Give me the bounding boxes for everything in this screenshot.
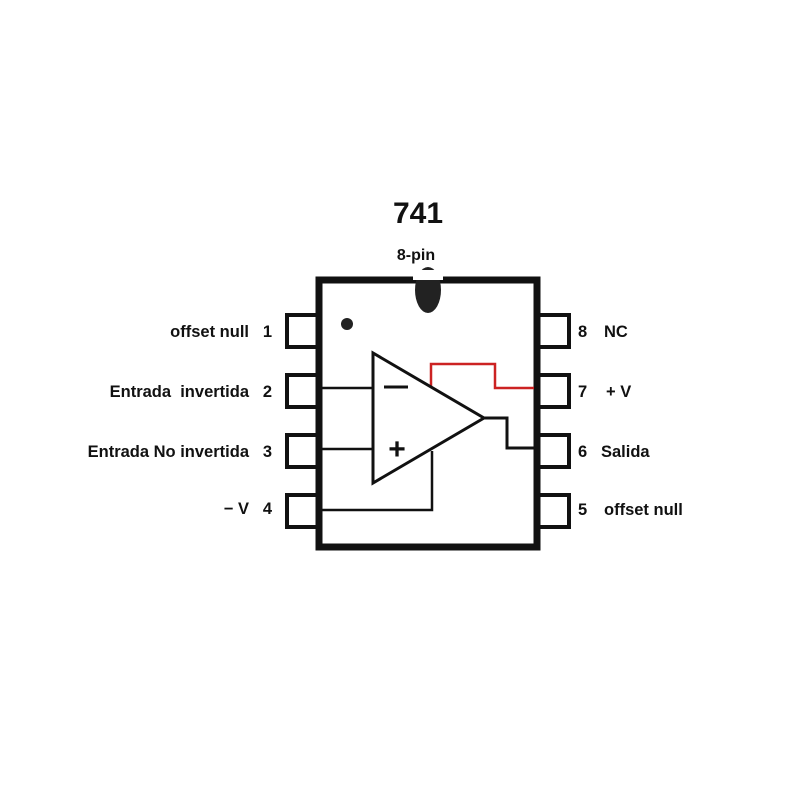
noninverting-plus-sign: + — [388, 433, 406, 466]
pin-7 — [534, 373, 571, 409]
pin1-indicator-dot — [341, 318, 353, 330]
pin-3-number: 3 — [263, 443, 272, 461]
pin-4-number: 4 — [263, 500, 273, 518]
pin-5-label: offset null — [604, 501, 683, 519]
pin-6 — [534, 433, 571, 469]
pin-7-label: + V — [606, 383, 631, 401]
pin-6-number: 6 — [578, 443, 587, 461]
wire-positive-supply — [429, 362, 534, 390]
pin-8 — [534, 313, 571, 349]
pin-2-label: Entrada invertida — [110, 383, 250, 401]
pin-7-number: 7 — [578, 383, 587, 401]
pin-2 — [285, 373, 322, 409]
pin-2-number: 2 — [263, 383, 272, 401]
pin-5 — [534, 493, 571, 529]
pin-1 — [285, 313, 322, 349]
wire-negative-supply — [322, 451, 434, 512]
chip-subtitle: 8-pin — [397, 247, 435, 264]
pin-3-label: Entrada No invertida — [88, 443, 250, 461]
pin-6-label: Salida — [601, 443, 650, 461]
pin-8-label: NC — [604, 323, 628, 341]
pin-3 — [285, 433, 322, 469]
pin-4-label: − V — [224, 500, 249, 518]
pin-5-number: 5 — [578, 501, 587, 519]
pin-4 — [285, 493, 322, 529]
pin-8-number: 8 — [578, 323, 587, 341]
wire-output — [484, 416, 534, 450]
pin-1-number: 1 — [263, 323, 272, 341]
chip-title: 741 — [393, 197, 443, 230]
pin-1-label: offset null — [170, 323, 249, 341]
